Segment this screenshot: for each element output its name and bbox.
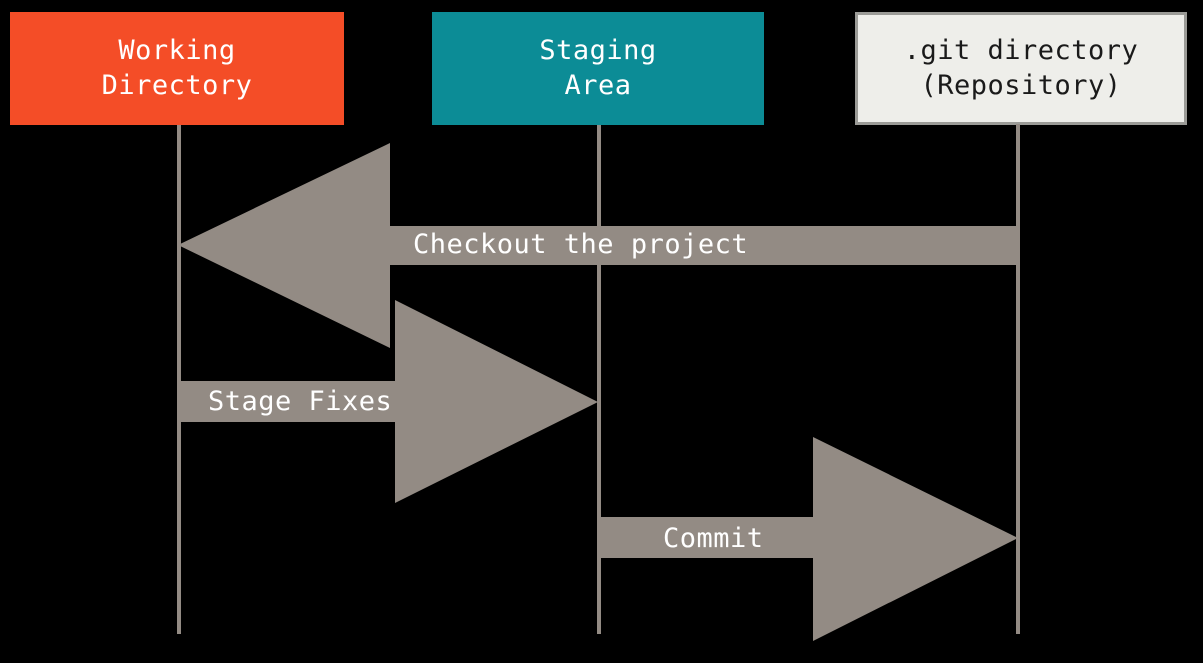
node-git-directory-label: .git directory (Repository) xyxy=(903,34,1139,101)
node-working-directory[interactable]: Working Directory xyxy=(10,12,344,125)
lifeline-working-directory xyxy=(177,125,181,634)
node-working-directory-label: Working Directory xyxy=(101,34,253,101)
arrow-label-checkout: Checkout the project xyxy=(413,229,749,260)
lifeline-staging-area xyxy=(597,125,601,634)
node-staging-area-label: Staging Area xyxy=(539,34,657,101)
commit-arrow-shape xyxy=(598,437,1018,641)
lifeline-git-directory xyxy=(1016,124,1020,634)
arrow-label-commit: Commit xyxy=(663,523,764,554)
node-git-directory[interactable]: .git directory (Repository) xyxy=(855,12,1187,125)
node-staging-area[interactable]: Staging Area xyxy=(432,12,764,125)
arrow-label-stage-fixes: Stage Fixes xyxy=(208,386,393,417)
